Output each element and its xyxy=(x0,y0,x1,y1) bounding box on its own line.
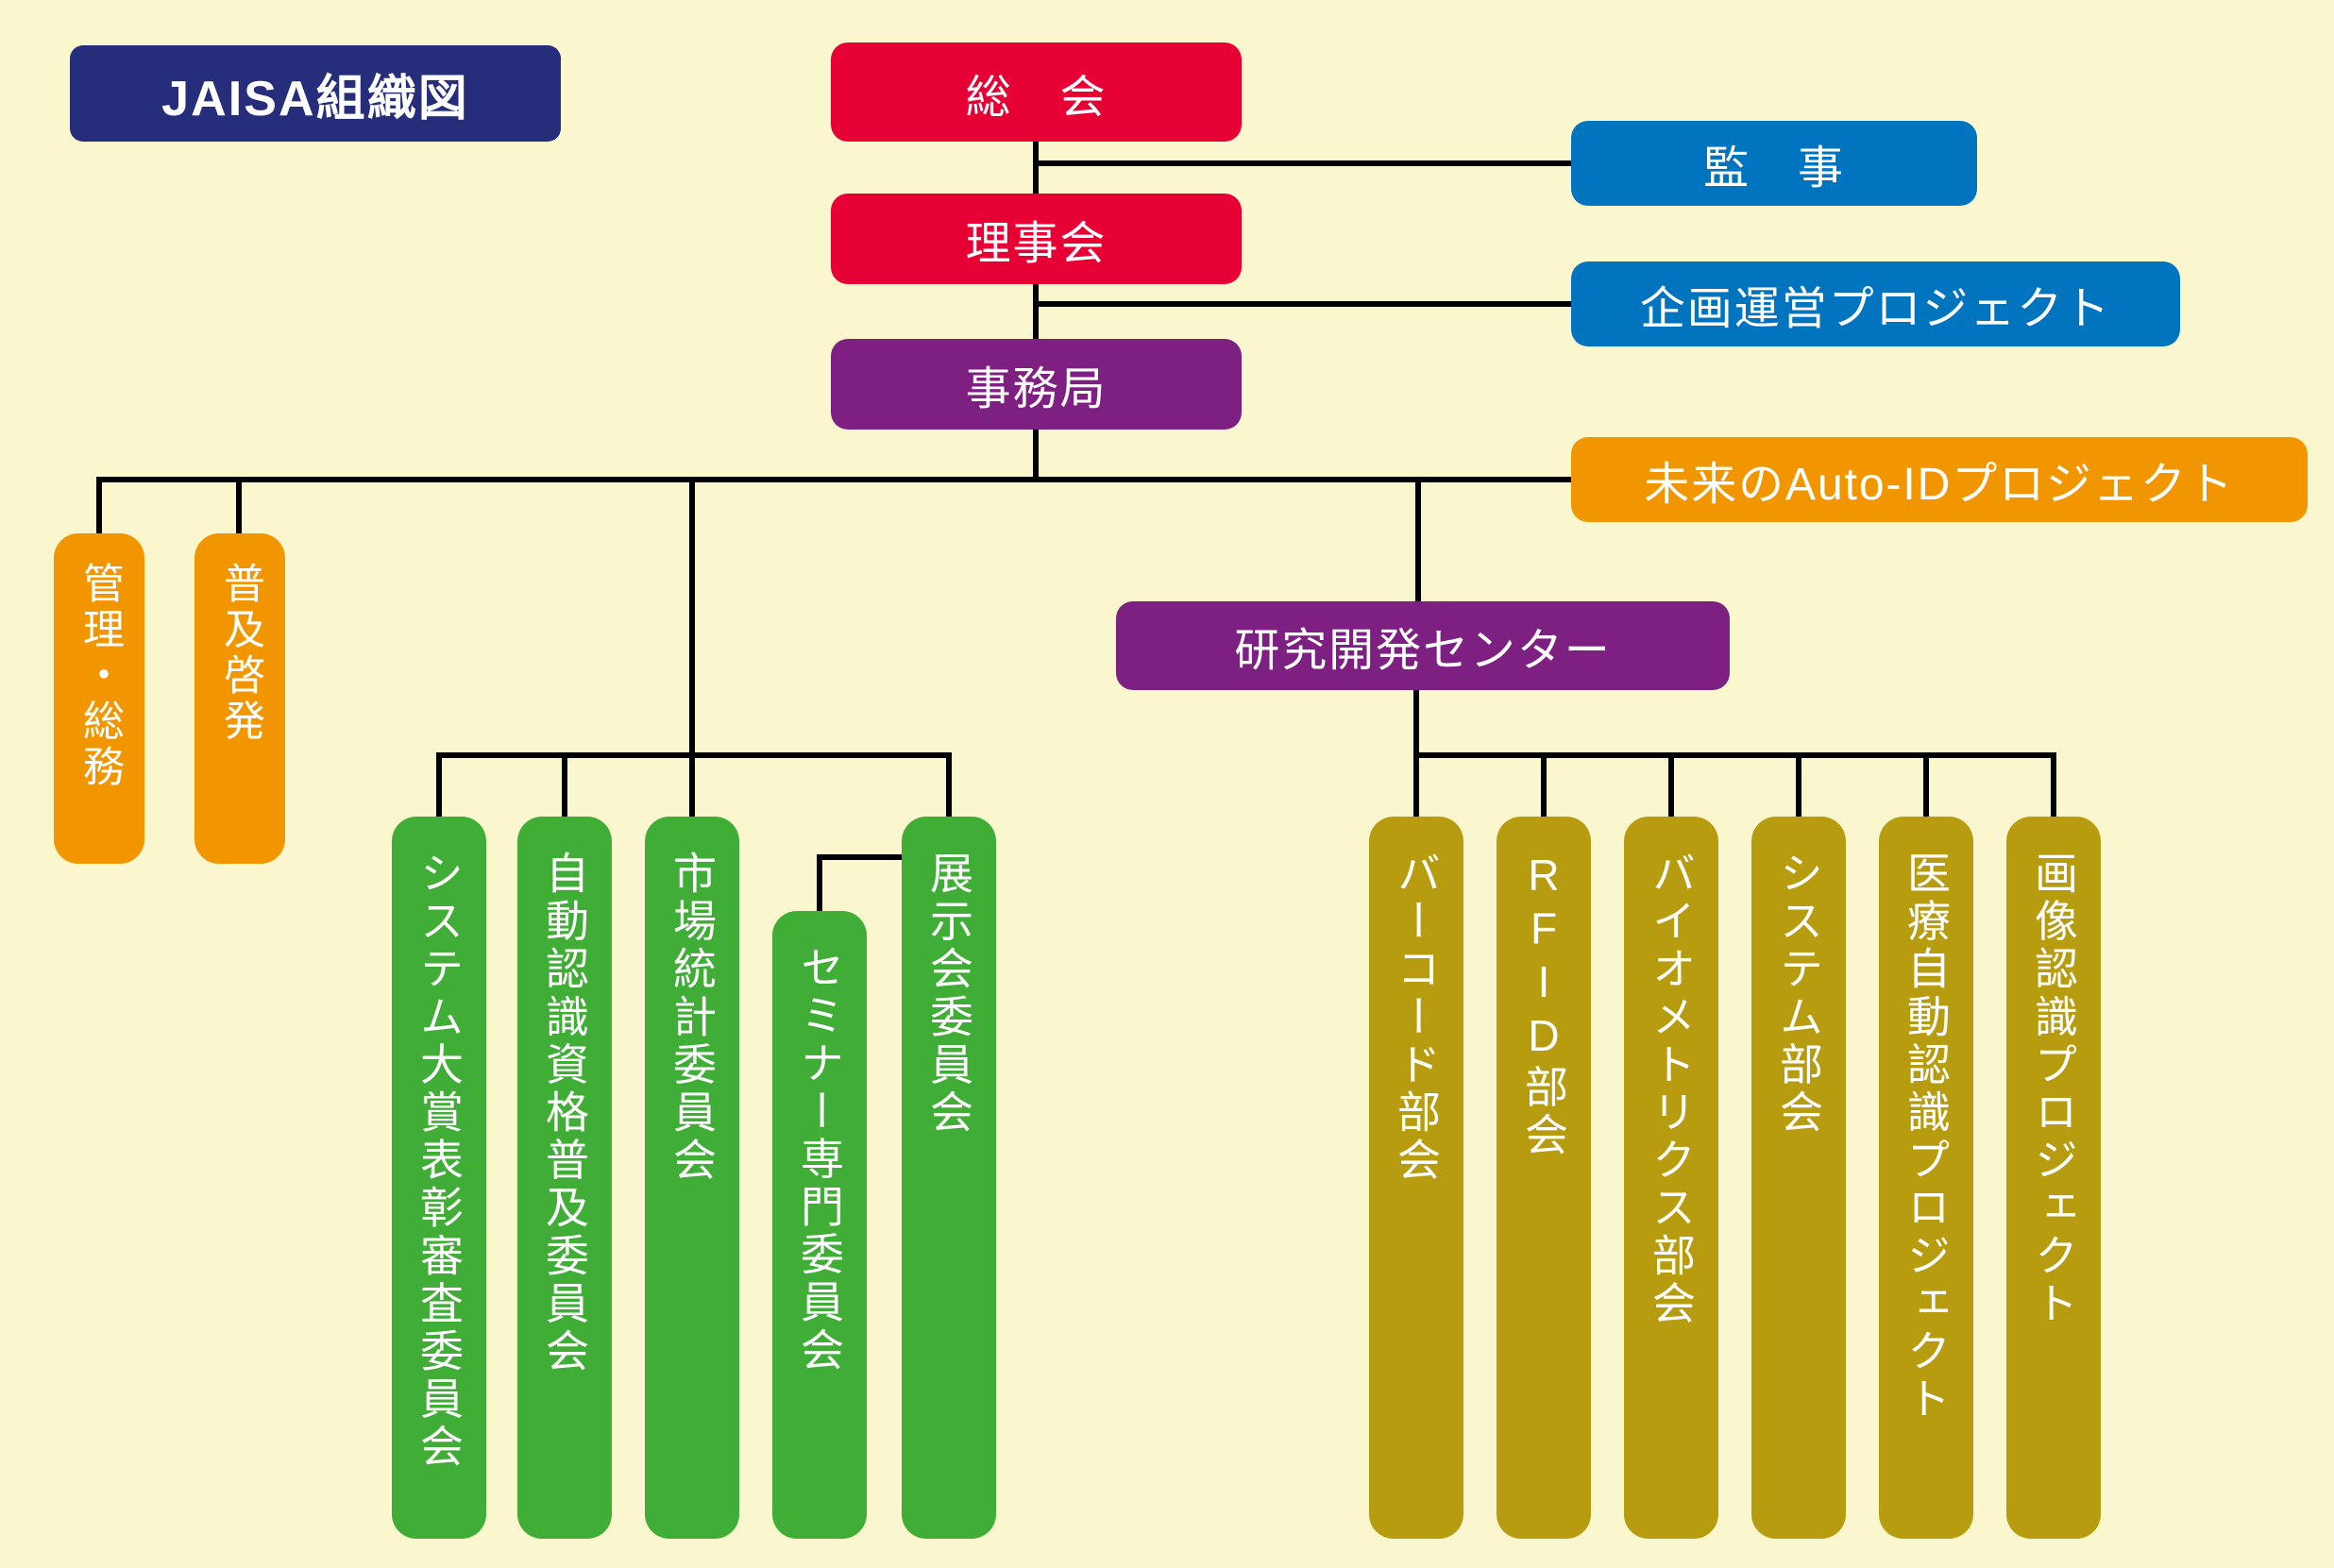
connector-committee-5 xyxy=(946,752,952,817)
node-general-meeting: 総 会 xyxy=(831,42,1242,142)
node-planning-project-label: 企画運営プロジェクト xyxy=(1639,284,2112,334)
node-admin-general-affairs: 管理・総務 xyxy=(54,533,144,864)
group-system-label: システム部会 xyxy=(1774,851,1823,1138)
committee-certification: 自動認識資格普及委員会 xyxy=(517,817,612,1539)
group-barcode: バーコード部会 xyxy=(1369,817,1463,1539)
connector-group-6 xyxy=(2051,752,2056,817)
connector-committee-2 xyxy=(562,752,567,817)
group-rfid: RFID部会 xyxy=(1497,817,1591,1539)
node-rd-center-label: 研究開発センター xyxy=(1234,626,1612,676)
group-rfid-label: RFID部会 xyxy=(1519,851,1568,1160)
node-planning-project: 企画運営プロジェクト xyxy=(1571,261,2180,346)
connector-jimukyoku-main xyxy=(1033,430,1039,482)
node-dissemination: 普及啓発 xyxy=(194,533,285,864)
chart-title-label: JAISA組織図 xyxy=(161,71,469,126)
node-board-of-directors: 理事会 xyxy=(831,194,1242,284)
connector-to-rd-center xyxy=(1415,477,1421,601)
connector-rijikai-jimukyoku xyxy=(1033,283,1039,341)
connector-to-planning-project xyxy=(1033,301,1571,307)
node-general-meeting-label: 総 会 xyxy=(965,72,1108,123)
node-future-autoid-project: 未来のAuto-IDプロジェクト xyxy=(1571,437,2308,522)
connector-to-dissemination xyxy=(236,477,242,533)
connector-to-auditor xyxy=(1033,160,1571,166)
group-medical-autoid-project-label: 医療自動認識プロジェクト xyxy=(1902,851,1951,1425)
node-rd-center: 研究開発センター xyxy=(1116,601,1730,690)
committee-certification-label: 自動認識資格普及委員会 xyxy=(540,851,589,1376)
connector-seminar-horizontal xyxy=(817,854,904,860)
connector-group-horizontal xyxy=(1413,752,2056,758)
group-medical-autoid-project: 医療自動認識プロジェクト xyxy=(1879,817,1973,1539)
committee-market-statistics: 市場統計委員会 xyxy=(645,817,739,1539)
group-biometrics-label: バイオメトリクス部会 xyxy=(1647,851,1696,1328)
group-system: システム部会 xyxy=(1751,817,1846,1539)
node-future-autoid-project-label: 未来のAuto-IDプロジェクト xyxy=(1644,460,2235,510)
group-biometrics: バイオメトリクス部会 xyxy=(1624,817,1718,1539)
node-secretariat-label: 事務局 xyxy=(965,364,1108,414)
connector-group-2 xyxy=(1541,752,1547,817)
node-board-of-directors-label: 理事会 xyxy=(965,219,1108,269)
connector-committee-1 xyxy=(436,752,442,817)
chart-title: JAISA組織図 xyxy=(70,45,561,142)
connector-seminar-drop xyxy=(817,854,822,911)
group-barcode-label: バーコード部会 xyxy=(1392,851,1441,1186)
committee-seminar-label: セミナー専門委員会 xyxy=(795,945,844,1375)
committee-exhibition-label: 展示会委員会 xyxy=(924,851,973,1138)
committee-exhibition: 展示会委員会 xyxy=(902,817,996,1539)
connector-committee-horizontal xyxy=(436,752,952,758)
connector-to-admin xyxy=(96,477,102,533)
connector-group-5 xyxy=(1923,752,1929,817)
connector-soukai-rijikai xyxy=(1033,142,1039,195)
committee-system-award: システム大賞表彰審査委員会 xyxy=(392,817,486,1539)
node-admin-general-affairs-label: 管理・総務 xyxy=(76,562,123,790)
group-image-recognition-project-label: 画像認識プロジェクト xyxy=(2029,851,2078,1328)
connector-main-horizontal xyxy=(96,477,1571,482)
connector-group-4 xyxy=(1796,752,1801,817)
committee-market-statistics-label: 市場統計委員会 xyxy=(668,851,717,1186)
node-secretariat: 事務局 xyxy=(831,339,1242,430)
connector-group-3 xyxy=(1668,752,1674,817)
node-dissemination-label: 普及啓発 xyxy=(217,562,263,745)
committee-system-award-label: システム大賞表彰審査委員会 xyxy=(414,851,464,1472)
connector-to-committee-group xyxy=(689,477,695,817)
group-image-recognition-project: 画像認識プロジェクト xyxy=(2006,817,2101,1539)
node-auditor: 監 事 xyxy=(1571,121,1977,206)
committee-seminar: セミナー専門委員会 xyxy=(772,911,867,1539)
node-auditor-label: 監 事 xyxy=(1703,143,1845,194)
